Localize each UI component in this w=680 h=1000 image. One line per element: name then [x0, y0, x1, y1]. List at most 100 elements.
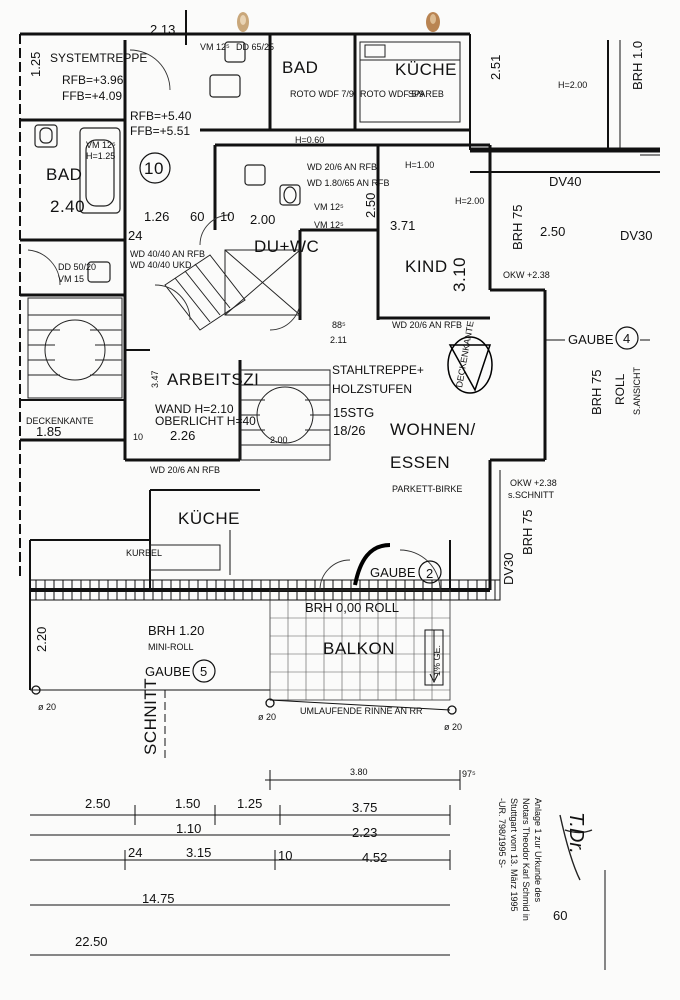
- dimension: 14.75: [142, 891, 175, 906]
- toilet-icon: [34, 124, 58, 148]
- push-pin-icon: [426, 12, 440, 32]
- room-label: KÜCHE: [395, 60, 457, 79]
- label: BRH 1.0: [630, 41, 645, 90]
- label: S.ANSICHT: [632, 366, 642, 415]
- label: H=1.25: [86, 151, 115, 161]
- label: 4: [623, 331, 630, 346]
- label: FFB=+5.51: [130, 124, 190, 138]
- signature-scribble: [559, 814, 593, 881]
- dimension: 1.26: [144, 209, 169, 224]
- downpipe: [31, 685, 41, 695]
- bathtub: [79, 127, 121, 214]
- sink-icon: [87, 41, 266, 283]
- label: MINI-ROLL: [148, 642, 194, 652]
- label: DD 65/25: [236, 42, 274, 52]
- label: WD 40/40 UKD: [130, 260, 192, 270]
- label: OKW +2.38: [510, 478, 557, 488]
- label: BRH 75: [510, 204, 525, 250]
- dimension: 3.15: [186, 845, 211, 860]
- dimension: 60: [190, 209, 204, 224]
- room-label: ARBEITSZI: [167, 370, 259, 389]
- label: ø 20: [444, 722, 462, 732]
- section-label: SCHNITT: [141, 678, 160, 755]
- label: 18/26: [333, 423, 366, 438]
- label: FFB=+4.09: [62, 89, 122, 103]
- dimension: 2.13: [150, 22, 175, 37]
- deckenkante-marker: [447, 336, 493, 394]
- label: RFB=+3.96: [62, 73, 124, 87]
- label: H=1.00: [405, 160, 434, 170]
- dimension-lines: [30, 770, 606, 970]
- dimension: 1.25: [237, 796, 262, 811]
- label: H=2.00: [558, 80, 587, 90]
- room-label: KÜCHE: [178, 509, 240, 528]
- label: OKW +2.38: [503, 270, 550, 280]
- label: DECKENKANTE: [26, 416, 94, 426]
- toilet-icon: [279, 184, 301, 206]
- label: GAUBE: [568, 332, 614, 347]
- dimension: 4.52: [362, 850, 387, 865]
- dimension: 2.50: [85, 796, 110, 811]
- room-label: BAD: [46, 165, 82, 184]
- label: PARKETT-BIRKE: [392, 484, 462, 494]
- label: VM 12⁵: [86, 140, 116, 150]
- label: WD 20/6 AN RFB: [392, 320, 462, 330]
- room-label: DU+WC: [254, 237, 319, 256]
- label: GAUBE: [145, 664, 191, 679]
- notary-note: Notars Theodor Karl Schmid in: [521, 798, 531, 921]
- notary-note: Stuttgart vom 13. März 1995: [509, 798, 519, 912]
- label: DV30: [501, 552, 516, 585]
- label: DD 50/20: [58, 262, 96, 272]
- shower-tray: [224, 249, 301, 316]
- label: UMLAUFENDE RINNE AN RR: [300, 706, 423, 716]
- label: ROTO WDF 5/9: [360, 89, 424, 99]
- label: VM 12⁵: [314, 220, 344, 230]
- label: ø 20: [38, 702, 56, 712]
- dimension: 2.50: [540, 224, 565, 239]
- label: BRH 1.20: [148, 623, 204, 638]
- dimension: 97⁵: [462, 769, 476, 779]
- label: ø 20: [258, 712, 276, 722]
- gaube-5-circle: [192, 659, 216, 683]
- label: 15STG: [333, 405, 374, 420]
- room-label: KIND: [405, 257, 448, 276]
- dimension: 2.51: [488, 55, 503, 80]
- label: WD 20/6 AN RFB: [150, 465, 220, 475]
- kitchen-counter: [149, 41, 461, 571]
- label: 2: [426, 566, 433, 581]
- label: s.SCHNITT: [508, 490, 555, 500]
- dimension: 10: [220, 209, 234, 224]
- label: BRH 75: [589, 369, 604, 415]
- dimension: 2.20: [34, 627, 49, 652]
- staircase-angled: [164, 254, 246, 331]
- dimension: 1.85: [36, 424, 61, 439]
- room-label: WOHNEN/: [390, 420, 476, 439]
- label: 5: [200, 664, 207, 679]
- dimension: 3.80: [350, 767, 368, 777]
- dimension: 3.71: [390, 218, 415, 233]
- walls: [19, 10, 660, 691]
- label: DV30: [620, 228, 653, 243]
- signature: T.Dr.: [565, 812, 587, 854]
- room-label: ESSEN: [390, 453, 450, 472]
- gaube-2-circle: [418, 560, 442, 584]
- dimension: 24: [128, 228, 142, 243]
- label: OBERLICHT H=40: [155, 414, 256, 428]
- dimension: 10: [133, 432, 143, 442]
- dimension: 10: [278, 848, 292, 863]
- dimension: 2.00: [250, 212, 275, 227]
- label: KURBEL: [126, 548, 162, 558]
- dimension: 2.11: [330, 335, 347, 345]
- dimension: 1.50: [175, 796, 200, 811]
- balcony-grid: [270, 600, 450, 700]
- label: ROTO WDF 7/9: [290, 89, 354, 99]
- door-arc: [353, 543, 391, 586]
- push-pin-icon: [237, 12, 249, 32]
- label: RFB=+5.40: [130, 109, 192, 123]
- staircase-center: [239, 369, 331, 461]
- staircase-left: [27, 297, 123, 399]
- label: VM 12⁵: [314, 202, 344, 212]
- label: VM 15: [58, 274, 84, 284]
- label: STAHLTREPPE+: [332, 363, 424, 377]
